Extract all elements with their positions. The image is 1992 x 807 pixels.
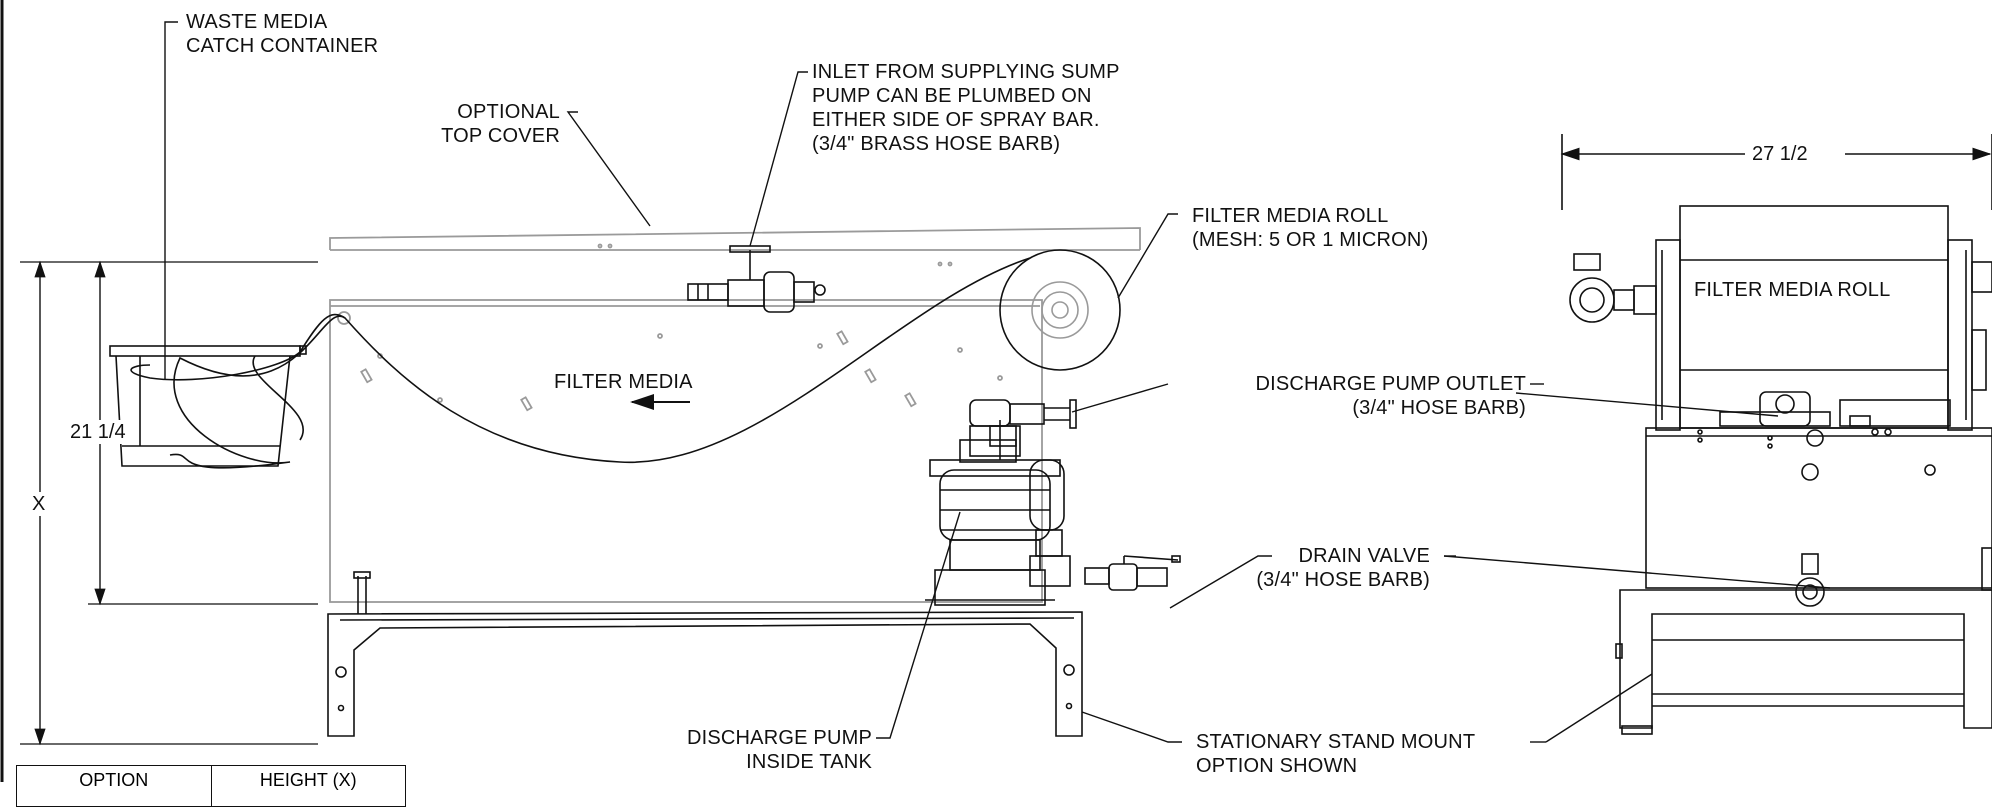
technical-drawing — [0, 0, 1992, 782]
dimension-tank-height: 21 1/4 — [66, 420, 130, 444]
dimension-end-view-width: 27 1/2 — [1748, 142, 1812, 166]
extension-lines — [20, 261, 318, 745]
table-header-height: HEIGHT (X) — [259, 770, 357, 790]
leader-lines — [164, 21, 1831, 743]
discharge-pump — [925, 399, 1077, 606]
side-view — [20, 227, 1181, 745]
label-filter-media: FILTER MEDIA — [554, 371, 693, 393]
dimension-overall-height: X — [28, 492, 50, 516]
waste-container — [109, 345, 307, 467]
end-view — [1560, 134, 1992, 735]
tank-body — [329, 243, 1043, 603]
stand-side — [327, 571, 1083, 737]
label-filter-media-roll-end-view: FILTER MEDIA ROLL — [1694, 279, 1891, 301]
label-discharge-pump-outlet: DISCHARGE PUMP OUTLET(3/4" HOSE BARB) — [1255, 373, 1526, 419]
top-cover — [329, 227, 1141, 251]
label-filter-media-roll: FILTER MEDIA ROLL(MESH: 5 OR 1 MICRON) — [1192, 205, 1429, 251]
inlet-valve — [687, 245, 826, 313]
table-header-option: OPTION — [17, 766, 212, 806]
filter-media-roll — [999, 249, 1121, 371]
option-height-table: OPTION HEIGHT (X) — [16, 765, 406, 807]
label-drain-valve: DRAIN VALVE(3/4" HOSE BARB) — [1256, 545, 1430, 591]
drain-valve-side — [1084, 555, 1181, 591]
filter-media-path — [169, 257, 1031, 469]
